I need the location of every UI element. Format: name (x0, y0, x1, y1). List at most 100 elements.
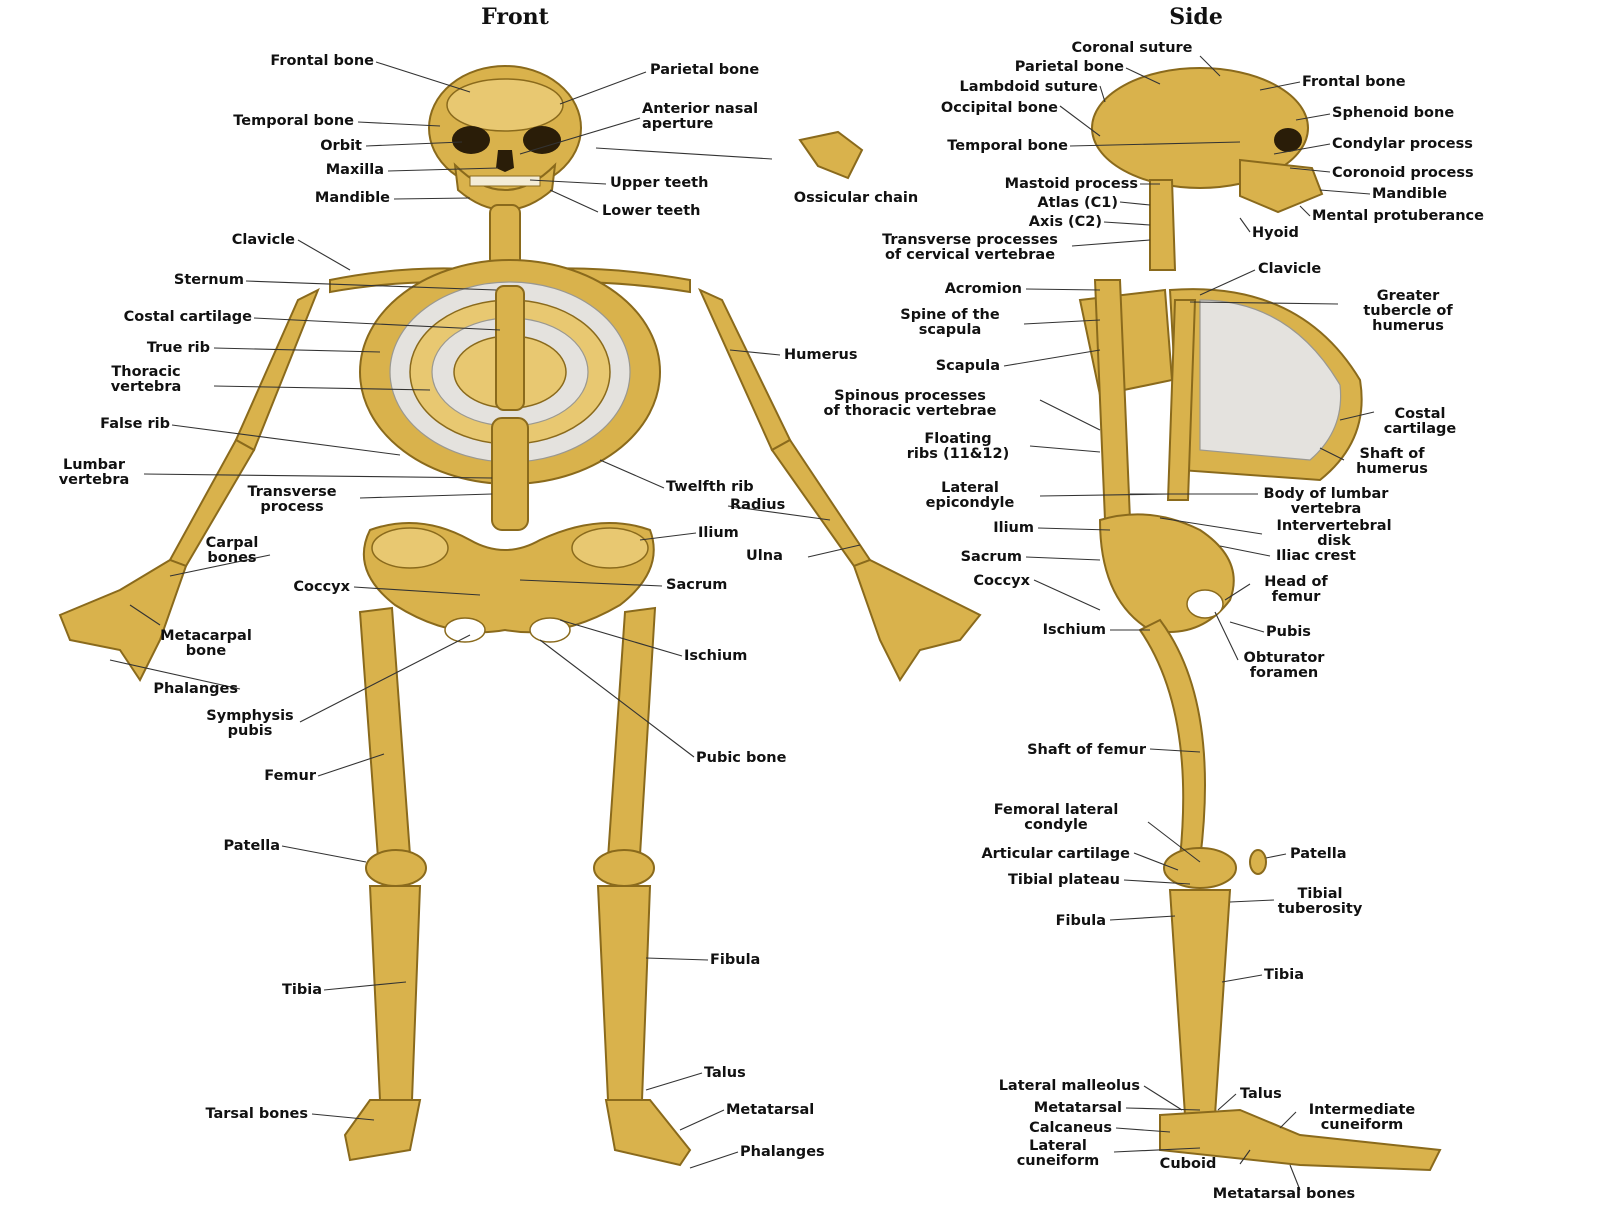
label-pubic-bone: Pubic bone (696, 750, 787, 766)
label-line: Lateral (941, 480, 999, 496)
label-line: Talus (704, 1065, 746, 1081)
label-axis: Axis (C2) (1029, 214, 1102, 230)
label-line: Fibula (710, 952, 760, 968)
label-articular-cartilage: Articular cartilage (981, 846, 1130, 862)
label-costal-cartilage: Costal cartilage (124, 309, 253, 325)
front-foot-right (606, 1100, 690, 1165)
nasal-aperture (496, 150, 514, 172)
label-line: Frontal bone (1302, 74, 1406, 90)
label-line: humerus (1372, 318, 1444, 334)
orbit-right (523, 126, 561, 154)
label-talus: Talus (704, 1065, 746, 1081)
side-mandible-figure (1240, 160, 1322, 212)
label-line: Lateral malleolus (999, 1078, 1140, 1094)
front-hand-right (854, 560, 980, 680)
label-line: Axis (C2) (1029, 214, 1102, 230)
label-metatarsal: Metatarsal (726, 1102, 814, 1118)
label-line: Sphenoid bone (1332, 105, 1454, 121)
label-line: Mastoid process (1005, 176, 1138, 192)
front-femur-left (360, 608, 410, 858)
label-orbit: Orbit (320, 138, 362, 154)
label-line: Sternum (174, 272, 244, 288)
label-line: Greater (1377, 288, 1440, 304)
label-line: Tibial plateau (1008, 872, 1120, 888)
side-heading: Side (1169, 4, 1223, 30)
label-side-coccyx: Coccyx (973, 573, 1030, 589)
label-side-clavicle: Clavicle (1258, 261, 1321, 277)
label-line: Lumbar (63, 457, 126, 473)
label-line: cuneiform (1017, 1153, 1100, 1169)
label-side-ilium: Ilium (993, 520, 1034, 536)
label-patella: Patella (223, 838, 280, 854)
label-ischium: Ischium (684, 648, 747, 664)
label-coccyx: Coccyx (293, 579, 350, 595)
front-patella-right (594, 850, 654, 886)
label-line: vertebra (59, 472, 130, 488)
label-tibial-plateau: Tibial plateau (1008, 872, 1120, 888)
label-line: Coccyx (973, 573, 1030, 589)
ossicular-chain-figure (800, 132, 862, 178)
label-intervertebral-disk: Intervertebraldisk (1276, 518, 1391, 549)
label-line: Tibia (1264, 967, 1304, 983)
label-line: Symphysis (206, 708, 293, 724)
front-cervical-spine (490, 205, 520, 267)
label-calcaneus: Calcaneus (1029, 1120, 1112, 1136)
label-side-fibula: Fibula (1056, 913, 1106, 929)
label-line: Ulna (746, 548, 783, 564)
label-line: Body of lumbar (1264, 486, 1390, 502)
side-patella-figure (1250, 850, 1266, 874)
label-line: Ischium (1043, 622, 1106, 638)
label-line: Parietal bone (1015, 59, 1124, 75)
label-side-mandible: Mandible (1372, 186, 1447, 202)
label-line: Patella (223, 838, 280, 854)
label-maxilla: Maxilla (326, 162, 384, 178)
label-line: Femoral lateral (994, 802, 1119, 818)
label-line: Clavicle (232, 232, 295, 248)
label-line: Hyoid (1252, 225, 1299, 241)
label-line: False rib (100, 416, 170, 432)
label-sphenoid-bone: Sphenoid bone (1332, 105, 1454, 121)
label-phalanges-hand: Phalanges (153, 681, 238, 697)
label-line: tubercle of (1363, 303, 1453, 319)
label-line: vertebra (1291, 501, 1362, 517)
label-line: Spinous processes (834, 388, 986, 404)
label-shaft-of-femur: Shaft of femur (1027, 742, 1147, 758)
label-atlas: Atlas (C1) (1037, 195, 1118, 211)
label-line: ribs (11&12) (907, 446, 1009, 462)
label-frontal-bone-side: Frontal bone (1302, 74, 1406, 90)
label-mastoid-process: Mastoid process (1005, 176, 1138, 192)
label-line: Coronal suture (1071, 40, 1192, 56)
label-line: Transverse (247, 484, 336, 500)
label-femur: Femur (264, 768, 317, 784)
label-line: Iliac crest (1276, 548, 1356, 564)
label-line: foramen (1250, 665, 1318, 681)
label-line: Humerus (784, 347, 858, 363)
label-line: Temporal bone (947, 138, 1068, 154)
label-humerus: Humerus (784, 347, 858, 363)
label-intermediate-cuneiform: Intermediatecuneiform (1309, 1102, 1416, 1133)
label-line: pubis (228, 723, 273, 739)
label-side-talus: Talus (1240, 1086, 1282, 1102)
label-side-sacrum: Sacrum (961, 549, 1022, 565)
label-coronoid-process: Coronoid process (1332, 165, 1474, 181)
label-ossicular-chain: Ossicular chain (794, 190, 918, 206)
label-line: Ilium (993, 520, 1034, 536)
side-cervical-spine (1150, 180, 1175, 270)
label-parietal-bone: Parietal bone (650, 62, 759, 78)
label-coronal-suture: Coronal suture (1071, 40, 1192, 56)
label-ulna: Ulna (746, 548, 783, 564)
label-line: Femur (264, 768, 317, 784)
label-anterior-nasal-aperture: Anterior nasalaperture (642, 101, 758, 132)
front-skeleton (60, 66, 980, 1165)
label-side-tibia: Tibia (1264, 967, 1304, 983)
label-line: Obturator (1244, 650, 1326, 666)
front-tibia-right (598, 886, 650, 1100)
side-scapula (1080, 290, 1172, 395)
label-twelfth-rib: Twelfth rib (666, 479, 754, 495)
